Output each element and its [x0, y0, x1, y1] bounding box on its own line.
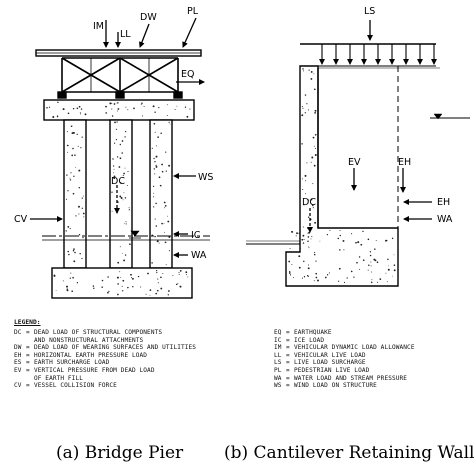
- legend-description: EARTHQUAKE: [294, 329, 332, 336]
- legend-code: EQ: [274, 329, 282, 336]
- legend-description: VEHICULAR DYNAMIC LOAD ALLOWANCE: [294, 344, 415, 352]
- legend-code: EH: [14, 351, 22, 359]
- pier-cap: [43, 99, 195, 121]
- pier-label-pl: PL: [187, 6, 199, 17]
- legend-description: AND NONSTRUCTURAL ATTACHMENTS: [34, 336, 144, 344]
- legend-code: DC: [14, 329, 22, 336]
- pier-label-wa: WA: [191, 250, 207, 261]
- legend-code: DW: [14, 344, 22, 352]
- legend-equals: =: [286, 359, 290, 367]
- legend-equals: =: [286, 382, 290, 390]
- pier-column-right: [149, 119, 173, 269]
- bridge-pier: [35, 49, 210, 299]
- legend-description: WIND LOAD ON STRUCTURE: [294, 382, 377, 390]
- wall-label-eh: EH: [398, 157, 411, 168]
- legend-equals: =: [26, 329, 30, 336]
- pier-label-dc: DC: [111, 176, 125, 187]
- pier-label-ic: IC: [191, 230, 201, 241]
- legend-description: VERTICAL PRESSURE FROM DEAD LOAD: [34, 367, 155, 374]
- wall-label-dc: DC: [302, 197, 316, 208]
- legend-code: LL: [274, 351, 282, 359]
- pier-column-left: [63, 119, 87, 269]
- legend-equals: =: [286, 344, 290, 352]
- legend-code: EV: [14, 367, 22, 374]
- legend-equals: =: [286, 374, 290, 382]
- pier-label-cv: CV: [14, 214, 28, 225]
- wall-labels: LS EV EH DC EH WA: [302, 6, 453, 225]
- pier-label-dw: DW: [140, 12, 157, 23]
- legend-equals: =: [26, 351, 30, 359]
- legend-equals: =: [26, 344, 30, 352]
- pier-label-ll: LL: [120, 29, 131, 40]
- legend-equals: =: [286, 367, 290, 374]
- legend-description: VESSEL COLLISION FORCE: [34, 382, 117, 390]
- pier-label-eq: EQ: [181, 69, 194, 80]
- legend-code: PL: [274, 367, 282, 374]
- legend-code: CV: [14, 382, 22, 390]
- legend-code: WA: [274, 374, 282, 382]
- legend-code: ES: [14, 359, 22, 367]
- pier-truss: [61, 57, 179, 93]
- legend-equals: =: [26, 367, 30, 374]
- legend-description: HORIZONTAL EARTH PRESSURE LOAD: [34, 351, 148, 359]
- legend-description: PEDESTRIAN LIVE LOAD: [294, 367, 370, 374]
- wall-label-eh2: EH: [437, 197, 450, 208]
- legend-title: LEGEND:: [14, 319, 41, 326]
- wall-label-wa: WA: [437, 214, 453, 225]
- legend-code: WS: [274, 382, 282, 390]
- pier-footing: [51, 267, 193, 299]
- wall-load-arrows: [307, 20, 432, 233]
- legend-description: WATER LOAD AND STREAM PRESSURE: [294, 374, 408, 382]
- legend-description: DEAD LOAD OF WEARING SURFACES AND UTILIT…: [34, 344, 197, 352]
- retaining-wall: [246, 43, 470, 287]
- legend-description: OF EARTH FILL: [34, 374, 83, 382]
- legend-description: DEAD LOAD OF STRUCTURAL COMPONENTS: [34, 329, 163, 336]
- wall-label-ls: LS: [364, 6, 375, 17]
- legend-description: LIVE LOAD SURCHARGE: [294, 359, 366, 367]
- legend-equals: =: [286, 329, 290, 336]
- pier-labels: IM LL DW PL EQ WS DC CV IC WA: [14, 6, 213, 261]
- legend-description: VEHICULAR LIVE LOAD: [294, 351, 366, 359]
- pier-column-middle: [109, 119, 133, 269]
- wall-concrete-texture: [288, 68, 396, 284]
- legend-code: LS: [274, 359, 282, 367]
- pier-concrete-texture: [46, 101, 191, 296]
- caption-bridge-pier: (a) Bridge Pier: [56, 443, 184, 463]
- legend-code: IC: [274, 336, 282, 344]
- legend-description: EARTH SURCHARGE LOAD: [34, 359, 110, 367]
- wall-stem: [285, 65, 399, 287]
- legend-equals: =: [26, 359, 30, 367]
- legend-code: IM: [274, 344, 282, 352]
- wall-label-ev: EV: [348, 157, 361, 168]
- legend-description: ICE LOAD: [294, 336, 325, 344]
- legend-equals: =: [26, 382, 30, 390]
- pier-label-ws: WS: [198, 172, 213, 183]
- legend-equals: =: [286, 336, 290, 344]
- caption-retaining-wall: (b) Cantilever Retaining Wall: [224, 443, 474, 463]
- pier-load-arrows: [30, 17, 205, 258]
- pier-label-im: IM: [93, 21, 104, 32]
- legend-equals: =: [286, 351, 290, 359]
